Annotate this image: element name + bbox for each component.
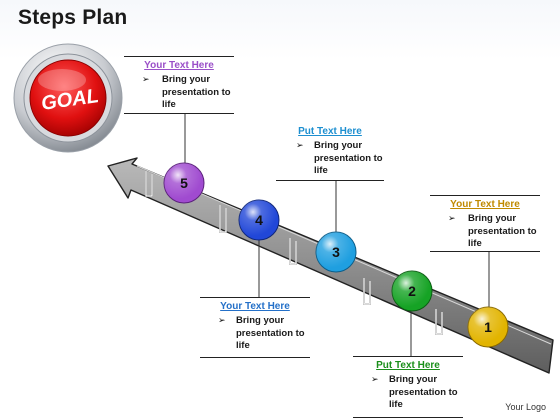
callout-rule-top xyxy=(124,56,234,57)
callout-heading: Put Text Here xyxy=(376,360,440,371)
callout-step-1: Your Text Here ➢ Bring your presentation… xyxy=(430,195,540,252)
callout-body: Bring your presentation to life xyxy=(236,315,305,351)
callout-rule-top xyxy=(200,297,310,298)
callout-rule-top xyxy=(353,356,463,357)
arrow-bullet-icon: ➢ xyxy=(296,140,304,150)
callout-rule-bottom xyxy=(353,417,463,418)
goal-badge: GOAL xyxy=(13,43,123,153)
arrow-steps xyxy=(145,171,443,335)
step-ball-1: 1 xyxy=(467,306,509,348)
step-ball-3: 3 xyxy=(315,231,357,273)
callout-body: Bring your presentation to life xyxy=(468,213,537,249)
callout-step-3: Put Text Here ➢ Bring your presentation … xyxy=(276,122,384,181)
callout-step-4: Your Text Here ➢ Bring your presentation… xyxy=(200,297,310,358)
callout-heading: Your Text Here xyxy=(220,301,290,312)
step-number-4: 4 xyxy=(255,212,263,228)
callout-heading: Your Text Here xyxy=(144,60,214,71)
logo-text: Your Logo xyxy=(505,402,546,412)
callout-rule-bottom xyxy=(200,357,310,358)
callout-rule-bottom xyxy=(124,113,234,114)
callout-rule-bottom xyxy=(276,180,384,181)
arrow-bullet-icon: ➢ xyxy=(142,74,150,84)
callout-body: Bring your presentation to life xyxy=(162,74,231,110)
step-number-1: 1 xyxy=(484,319,492,335)
slide-title: Steps Plan xyxy=(18,6,128,29)
step-number-3: 3 xyxy=(332,244,340,260)
step-ball-5: 5 xyxy=(163,162,205,204)
callout-body: Bring your presentation to life xyxy=(314,140,383,176)
callout-step-5: Your Text Here ➢ Bring your presentation… xyxy=(124,56,234,114)
callout-heading: Your Text Here xyxy=(450,199,520,210)
callout-body: Bring your presentation to life xyxy=(389,374,458,410)
arrow-bullet-icon: ➢ xyxy=(218,315,226,325)
step-ball-4: 4 xyxy=(238,199,280,241)
callout-rule-bottom xyxy=(430,251,540,252)
callout-heading: Put Text Here xyxy=(298,126,362,137)
callout-step-2: Put Text Here ➢ Bring your presentation … xyxy=(353,356,463,418)
step-number-5: 5 xyxy=(180,175,188,191)
callout-rule-top xyxy=(430,195,540,196)
arrow-bullet-icon: ➢ xyxy=(448,213,456,223)
connector-lines xyxy=(184,113,490,356)
step-ball-2: 2 xyxy=(391,270,433,312)
step-number-2: 2 xyxy=(408,283,416,299)
arrow-bullet-icon: ➢ xyxy=(371,374,379,384)
